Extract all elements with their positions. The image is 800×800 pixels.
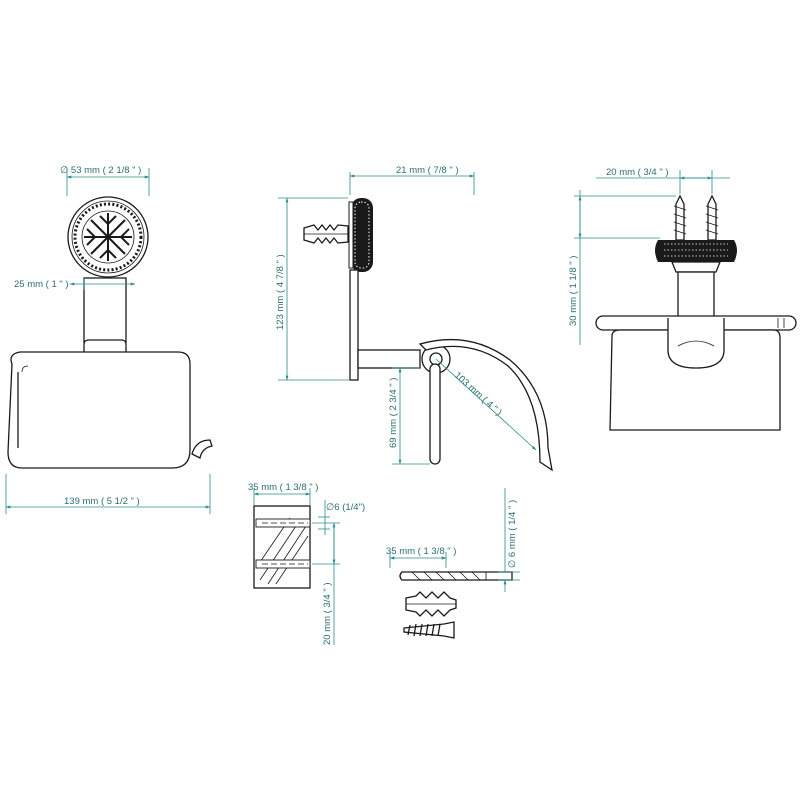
dim-anchor-height: 30 mm ( 1 1/8 " ) bbox=[568, 256, 579, 326]
drill-block-detail: 35 mm ( 1 3/8 " ) ∅6 (1/4") 20 mm ( 3/4 … bbox=[248, 482, 365, 645]
hanging-arm-side bbox=[429, 363, 441, 465]
side-view: 21 mm ( 7/8 " ) 123 mm ( 4 7/8 " ) 69 mm… bbox=[275, 165, 553, 472]
rosette-side bbox=[348, 198, 373, 272]
flap-arc-side bbox=[418, 338, 553, 472]
wall-anchors-back bbox=[673, 194, 719, 241]
arm-front bbox=[83, 277, 127, 343]
backplate-side bbox=[349, 269, 359, 381]
dim-height: 123 mm ( 4 7/8 " ) bbox=[275, 254, 286, 330]
screw bbox=[403, 621, 455, 639]
snowflake-emblem bbox=[84, 213, 132, 261]
dim-drill-length: 35 mm ( 1 3/8 " ) bbox=[386, 546, 456, 557]
dim-drill-diameter-hw: ∅ 6 mm ( 1/4 " ) bbox=[507, 500, 518, 568]
dim-drill-diameter: ∅6 (1/4") bbox=[326, 502, 365, 513]
dim-projection: 21 mm ( 7/8 " ) bbox=[396, 165, 459, 176]
rosette-front bbox=[67, 196, 149, 278]
dim-flap-radius: 103 mm ( 4 " ) bbox=[452, 370, 504, 418]
dim-hole-spacing: 20 mm ( 3/4 " ) bbox=[322, 583, 333, 646]
dim-overall-width: 139 mm ( 5 1/2 " ) bbox=[64, 496, 140, 507]
cover-front bbox=[7, 351, 191, 469]
front-view: ∅ 53 mm ( 2 1/8 " ) 25 mm ( 1 " ) 139 mm… bbox=[5, 165, 213, 514]
dim-anchor-spacing: 20 mm ( 3/4 " ) bbox=[606, 167, 669, 178]
wall-anchor-side bbox=[303, 223, 349, 245]
dim-rosette-diameter: ∅ 53 mm ( 2 1/8 " ) bbox=[60, 165, 141, 176]
cover-back bbox=[609, 329, 781, 431]
hardware-detail: 35 mm ( 1 3/8 " ) ∅ 6 mm ( 1/4 " ) bbox=[386, 488, 520, 639]
dim-arm-length: 69 mm ( 2 3/4 " ) bbox=[388, 378, 399, 448]
wall-plug bbox=[405, 591, 457, 617]
flap-front bbox=[191, 439, 213, 459]
arm-side bbox=[357, 349, 421, 369]
stem-back bbox=[677, 271, 715, 319]
dim-arm-width: 25 mm ( 1 " ) bbox=[14, 279, 69, 290]
rosette-back bbox=[655, 240, 737, 262]
back-view: 20 mm ( 3/4 " ) 30 mm ( 1 1/8 " ) bbox=[568, 167, 797, 431]
drill-bit bbox=[399, 571, 513, 581]
dim-block-depth: 35 mm ( 1 3/8 " ) bbox=[248, 482, 318, 493]
